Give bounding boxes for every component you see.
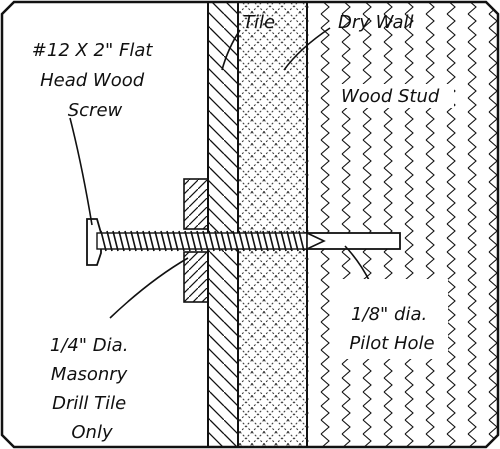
masonry-label-line-3: Drill Tile bbox=[52, 393, 126, 414]
masonry-drill-block-upper bbox=[183, 178, 209, 230]
screw-head bbox=[86, 218, 102, 266]
drywall-label: Dry Wall bbox=[338, 12, 413, 33]
screw-thread bbox=[100, 230, 305, 252]
pilot-leader bbox=[344, 245, 371, 283]
pilot-hole-label-line-2: Pilot Hole bbox=[349, 333, 434, 354]
masonry-drill-block-lower bbox=[183, 251, 209, 303]
masonry-label: 1/4" Dia. Masonry Drill Tile Only bbox=[50, 335, 134, 443]
drywall-layer bbox=[238, 2, 307, 447]
screw-label: #12 X 2" Flat Head Wood Screw bbox=[32, 40, 158, 121]
screw-label-line-2: Head Wood bbox=[40, 70, 145, 91]
screw-tip bbox=[306, 231, 326, 251]
masonry-label-line-4: Only bbox=[71, 422, 113, 443]
tile-leader bbox=[221, 29, 241, 71]
masonry-label-line-2: Masonry bbox=[51, 364, 128, 385]
screw-leader bbox=[69, 117, 93, 226]
pilot-hole-label: 1/8" dia. Pilot Hole bbox=[349, 304, 434, 354]
pilot-hole-label-line-1: 1/8" dia. bbox=[351, 304, 427, 325]
screw-label-line-1: #12 X 2" Flat bbox=[32, 40, 154, 61]
masonry-leader bbox=[109, 257, 189, 319]
tile-label: Tile bbox=[243, 12, 275, 33]
drywall-leader bbox=[283, 27, 331, 71]
tile-layer bbox=[208, 2, 238, 447]
wood-stud-region bbox=[307, 2, 498, 447]
masonry-label-line-1: 1/4" Dia. bbox=[50, 335, 129, 356]
wood-stud-label: Wood Stud bbox=[341, 86, 440, 107]
screw-label-line-3: Screw bbox=[68, 100, 123, 121]
wood-screw bbox=[86, 218, 326, 266]
